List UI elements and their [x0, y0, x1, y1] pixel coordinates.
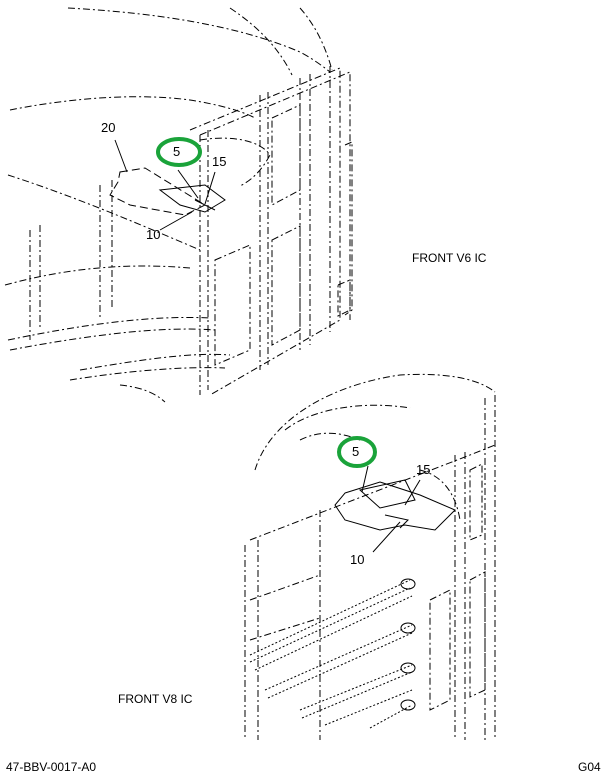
v8-callout-5: 5 [352, 444, 360, 459]
v6-cab-outline [4, 7, 353, 403]
v6-callout-15: 15 [212, 154, 227, 169]
v8-callout-15: 15 [416, 462, 431, 477]
drawing-number: 47-BBV-0017-A0 [6, 760, 97, 774]
v8-view-caption: FRONT V8 IC [118, 692, 193, 706]
v8-callout-10: 10 [350, 552, 365, 567]
v8-grille-slots [249, 579, 413, 729]
v6-callout-5: 5 [173, 144, 181, 159]
v8-callout-5-highlight [337, 436, 377, 468]
v8-cab-outline [244, 373, 496, 740]
v6-leader-lines [114, 139, 216, 231]
v6-callout-10: 10 [146, 227, 161, 242]
v6-panel-parts [109, 167, 226, 216]
v6-callout-5-highlight [156, 137, 202, 167]
v8-grille-ends [400, 578, 416, 711]
v8-panel-parts [334, 479, 456, 531]
sheet-code: G04 [578, 760, 601, 774]
v6-callout-20: 20 [101, 120, 116, 135]
v6-view-caption: FRONT V6 IC [412, 251, 487, 265]
v8-leader-lines [361, 465, 421, 553]
